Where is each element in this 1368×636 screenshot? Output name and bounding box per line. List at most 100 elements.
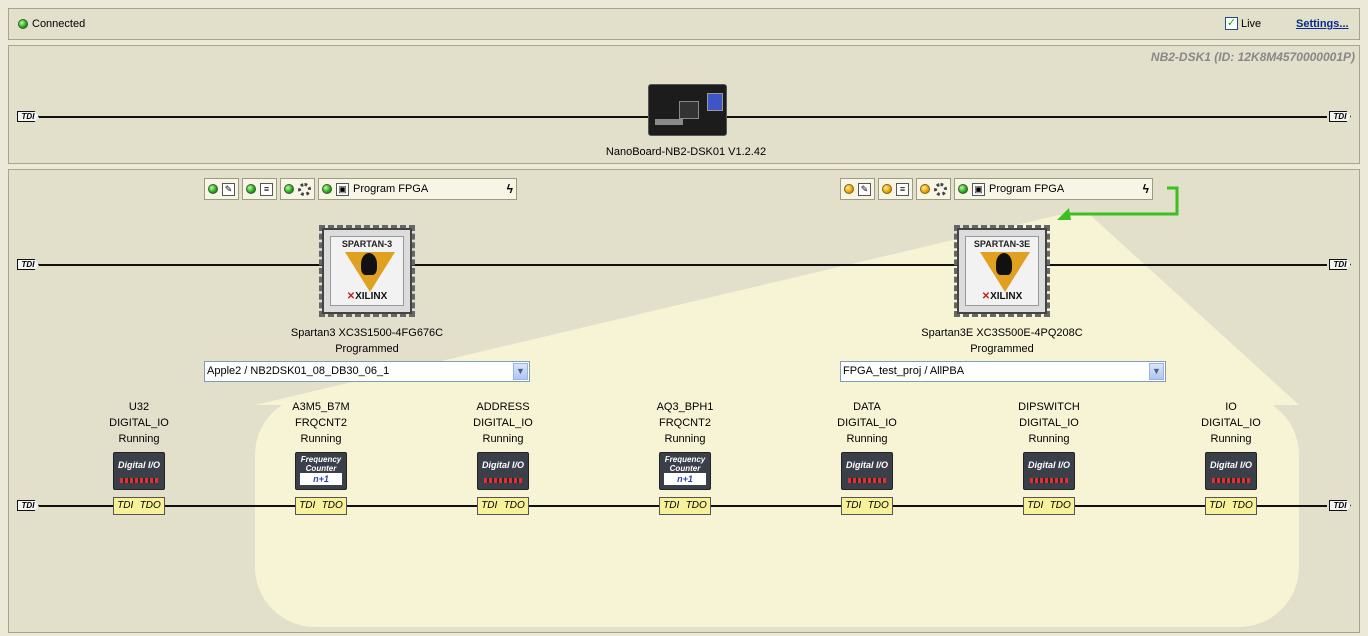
device-1-edit-button[interactable]: ✎: [204, 178, 239, 200]
core-3-status: Running: [482, 433, 524, 445]
core-3-type: DIGITAL_IO: [473, 417, 533, 429]
digital-io-icon[interactable]: Digital I/O: [1023, 452, 1075, 490]
digital-io-icon[interactable]: Digital I/O: [1205, 452, 1257, 490]
lightning-icon: ϟ: [1142, 182, 1149, 196]
core-4-name: AQ3_BPH1: [656, 401, 714, 413]
core-2-name: A3M5_B7M: [292, 401, 350, 413]
document-edit-icon: ✎: [858, 182, 871, 196]
gear-icon: [298, 182, 311, 196]
live-label[interactable]: Live: [1241, 18, 1262, 30]
device-1-properties-button[interactable]: ≡: [242, 178, 277, 200]
selected-device-highlight: [255, 395, 1299, 627]
program-fpga-label: Program FPGA: [353, 183, 429, 195]
core-5-name: DATA: [853, 401, 881, 413]
lightning-icon: ϟ: [506, 182, 513, 196]
core-4-status: Running: [664, 433, 706, 445]
amber-status-icon: [920, 184, 930, 194]
device-2-project-select[interactable]: FPGA_test_proj / AllPBA ▼: [840, 361, 1166, 382]
digital-io-icon[interactable]: Digital I/O: [113, 452, 165, 490]
core-chain-tdi-right-tag: TDI: [1329, 500, 1351, 511]
spartan-warrior-icon: [996, 253, 1012, 275]
nanoboard-connector-icon: [655, 119, 683, 125]
spartan-warrior-icon: [361, 253, 377, 275]
device-1-settings-button[interactable]: [280, 178, 315, 200]
chevron-down-icon[interactable]: ▼: [1149, 363, 1164, 380]
chip-family-label: SPARTAN-3: [341, 239, 393, 249]
core-6-status: Running: [1028, 433, 1070, 445]
chip-family-label: SPARTAN-3E: [973, 239, 1031, 249]
digital-io-icon[interactable]: Digital I/O: [477, 452, 529, 490]
device-2-properties-button[interactable]: ≡: [878, 178, 913, 200]
board-chain-tdi-right-tag: TDI: [1329, 111, 1351, 122]
device-2-toolbar: ✎ ≡ ▣ Program FPGA ϟ: [840, 178, 1153, 200]
core-chain-tdi-left-tag: TDI: [17, 500, 39, 511]
amber-status-icon: [882, 184, 892, 194]
core-2-type: FRQCNT2: [295, 417, 347, 429]
amber-status-icon: [844, 184, 854, 194]
fpga-chain-line: [39, 264, 1327, 266]
document-list-icon: ≡: [260, 182, 273, 196]
device-2-edit-button[interactable]: ✎: [840, 178, 875, 200]
fpga-chain-tdi-right-tag: TDI: [1329, 259, 1351, 270]
board-name-label: NanoBoard-NB2-DSK01 V1.2.42: [605, 146, 767, 158]
core-7-name: IO: [1225, 401, 1237, 413]
nanoboard-screen-icon: [707, 93, 723, 111]
xilinx-logo: ✕XILINX: [981, 291, 1023, 302]
core-5-type: DIGITAL_IO: [837, 417, 897, 429]
xilinx-logo: ✕XILINX: [346, 291, 388, 302]
device-1-program-fpga-button[interactable]: ▣ Program FPGA ϟ: [318, 178, 517, 200]
core-1-status: Running: [118, 433, 160, 445]
green-status-icon: [246, 184, 256, 194]
core-7-type: DIGITAL_IO: [1201, 417, 1261, 429]
fpga-chain-tdi-left-tag: TDI: [17, 259, 39, 270]
program-icon: ▣: [972, 182, 985, 196]
program-icon: ▣: [336, 182, 349, 196]
device-1-toolbar: ✎ ≡ ▣ Program FPGA ϟ: [204, 178, 517, 200]
nanoboard-image[interactable]: [648, 84, 727, 136]
status-bar: Connected ✓ Live Settings...: [8, 8, 1360, 40]
spartan3e-chip[interactable]: SPARTAN-3E ✕XILINX: [954, 225, 1050, 317]
connection-status-label: Connected: [32, 18, 86, 30]
device-1-project-value: Apple2 / NB2DSK01_08_DB30_06_1: [207, 365, 390, 377]
live-checkbox[interactable]: ✓: [1225, 17, 1238, 30]
document-list-icon: ≡: [896, 182, 909, 196]
connection-status-icon: [18, 19, 28, 29]
device-2-settings-button[interactable]: [916, 178, 951, 200]
core-6-name: DIPSWITCH: [1018, 401, 1080, 413]
device-2-project-value: FPGA_test_proj / AllPBA: [843, 365, 965, 377]
core-7-status: Running: [1210, 433, 1252, 445]
device-2-program-fpga-button[interactable]: ▣ Program FPGA ϟ: [954, 178, 1153, 200]
chain-panel: TDI TDI ✎ ≡ ▣ Program FPGA ϟ ✎ ≡ ▣ Progr…: [8, 169, 1360, 633]
spartan3-chip[interactable]: SPARTAN-3 ✕XILINX: [319, 225, 415, 317]
device-1-part-label: Spartan3 XC3S1500-4FG676C: [290, 327, 444, 339]
board-chain-tdi-left-tag: TDI: [17, 111, 39, 122]
gear-icon: [934, 182, 947, 196]
board-panel: NB2-DSK1 (ID: 12K8M4570000001P) TDI TDI …: [8, 45, 1360, 164]
core-3-name: ADDRESS: [476, 401, 530, 413]
chevron-down-icon[interactable]: ▼: [513, 363, 528, 380]
green-status-icon: [208, 184, 218, 194]
core-5-status: Running: [846, 433, 888, 445]
program-link-arrow-icon: [1057, 186, 1179, 220]
board-id-label: NB2-DSK1 (ID: 12K8M4570000001P): [1150, 50, 1355, 64]
device-2-state-label: Programmed: [970, 343, 1034, 355]
device-1-project-select[interactable]: Apple2 / NB2DSK01_08_DB30_06_1 ▼: [204, 361, 530, 382]
document-edit-icon: ✎: [222, 182, 235, 196]
core-1-name: U32: [128, 401, 150, 413]
settings-link[interactable]: Settings...: [1296, 18, 1349, 30]
program-fpga-label: Program FPGA: [989, 183, 1065, 195]
core-4-type: FRQCNT2: [659, 417, 711, 429]
digital-io-icon[interactable]: Digital I/O: [841, 452, 893, 490]
green-status-icon: [958, 184, 968, 194]
device-2-part-label: Spartan3E XC3S500E-4PQ208C: [921, 327, 1083, 339]
core-6-type: DIGITAL_IO: [1019, 417, 1079, 429]
